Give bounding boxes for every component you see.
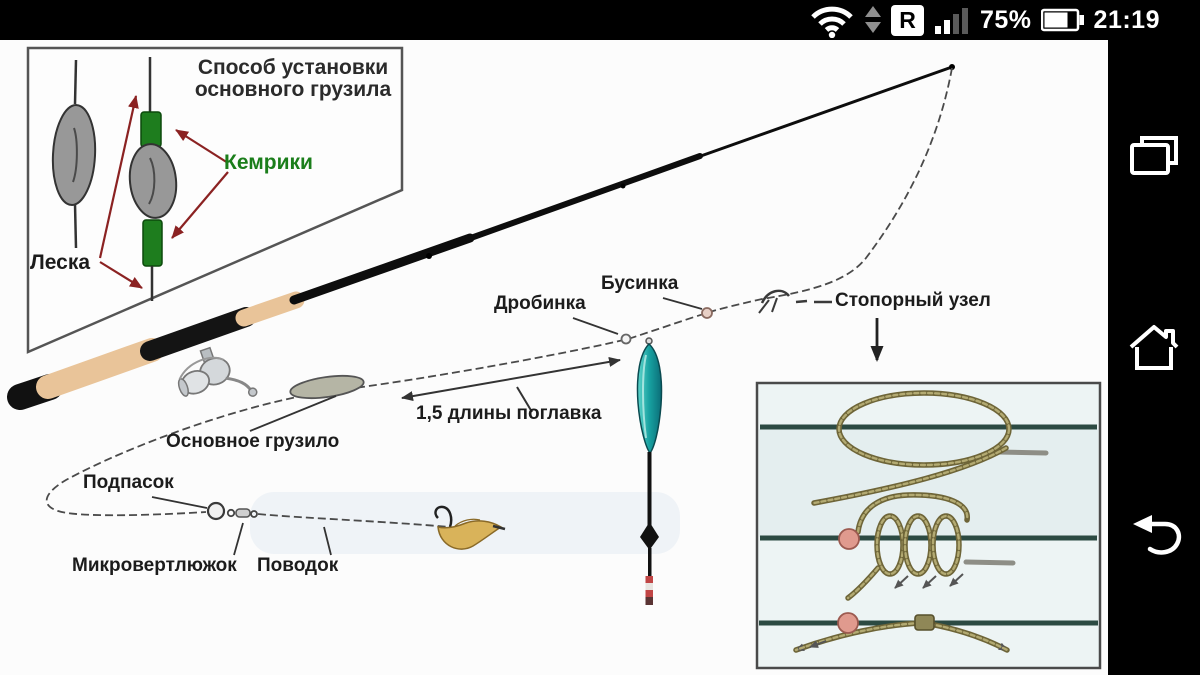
- knot-step1-loop: [811, 390, 1049, 506]
- label-podpasok: Подпасок: [83, 472, 174, 493]
- rod-cork-handle: [36, 338, 164, 399]
- knot-step2-wraps: [838, 492, 1016, 601]
- label-pointers: [151, 297, 703, 556]
- battery-percent: 75%: [980, 5, 1032, 34]
- label-povodok: Поводок: [257, 555, 339, 576]
- rod-reel-seat: [140, 307, 256, 361]
- podpasok-shot: [206, 501, 226, 521]
- android-nav-bar: [1108, 40, 1200, 675]
- stopper-bead: [838, 528, 860, 550]
- rod-blank-lower: [289, 233, 475, 305]
- home-button[interactable]: [1125, 317, 1183, 375]
- tighten-arrows: [894, 573, 964, 589]
- stopper-bead: [837, 612, 859, 634]
- back-icon: [1133, 515, 1182, 555]
- micro-swivel-barrel: [235, 508, 251, 518]
- home-icon: [1129, 325, 1179, 370]
- rod-guide: [620, 183, 626, 189]
- label-drobinka: Дробинка: [494, 293, 586, 314]
- rod-foregrip: [235, 291, 305, 327]
- inset-sinker-install-box: [26, 46, 404, 354]
- float-stem: [647, 452, 652, 526]
- annotation-arrows-red: [98, 95, 229, 289]
- fishing-rod: [7, 64, 955, 410]
- hook-with-bait: [434, 505, 506, 550]
- rod-blank-tip: [696, 65, 954, 159]
- waggler-float: [636, 337, 663, 605]
- leader-line: [257, 513, 451, 528]
- cambric-tube-bottom: [142, 219, 163, 267]
- recent-apps-button[interactable]: [1125, 130, 1183, 188]
- main-sinker-on-line: [289, 374, 365, 400]
- label-main-sinker: Основное грузило: [166, 431, 340, 452]
- inset-title: Способ установки основного грузила: [194, 56, 392, 101]
- podpasok-and-swivel: [206, 501, 258, 521]
- float-length-measure: [401, 356, 621, 413]
- roaming-letter: R: [899, 6, 916, 33]
- knot-step3-tightened: [793, 612, 1010, 653]
- recent-apps-icon: [1130, 136, 1178, 175]
- label-float-length: 1,5 длины поглавка: [416, 403, 602, 424]
- main-sinker-body: [128, 143, 178, 219]
- signal-bars-icon: [935, 8, 968, 34]
- roaming-box-icon: R: [891, 4, 924, 36]
- spinning-reel: [177, 346, 258, 397]
- main-line: [45, 67, 953, 517]
- back-button[interactable]: [1125, 507, 1183, 565]
- knot-panel-band: [759, 429, 1098, 537]
- wifi-icon: [811, 6, 853, 38]
- data-updown-icon: [865, 6, 881, 33]
- label-businka: Бусинка: [601, 273, 679, 294]
- bead-businka: [701, 307, 713, 319]
- label-kembriki: Кемрики: [224, 151, 313, 174]
- sinker-slit: [148, 157, 156, 205]
- label-leska: Леска: [30, 251, 91, 274]
- clock: 21:19: [1093, 5, 1160, 34]
- rod-blank-middle: [465, 153, 703, 242]
- cambric-tube-top: [140, 111, 162, 148]
- fishing-rig-diagram: Способ установки основного грузила Кемри…: [0, 40, 1108, 675]
- battery-icon: [1040, 8, 1084, 32]
- status-bar: R 75% 21:19: [0, 0, 1200, 40]
- label-micro-swivel: Микровертлюжок: [72, 555, 237, 576]
- stopper-knot-mark: [758, 289, 832, 314]
- rod-tip: [949, 64, 955, 70]
- hook-shank: [434, 505, 453, 528]
- float-keel: [640, 522, 659, 550]
- diagram-canvas: [7, 46, 1102, 670]
- rod-guide: [426, 253, 432, 259]
- split-shot-drobinka: [620, 333, 632, 345]
- sinker-on-line-assembly: [128, 57, 178, 301]
- float-body: [636, 342, 663, 455]
- knot-steps-panel: [755, 381, 1102, 670]
- label-stopper-knot: Стопорный узел: [835, 290, 991, 311]
- tight-knot: [914, 614, 935, 631]
- float-striped-tip: [645, 576, 653, 605]
- sinker-standalone: [51, 59, 97, 249]
